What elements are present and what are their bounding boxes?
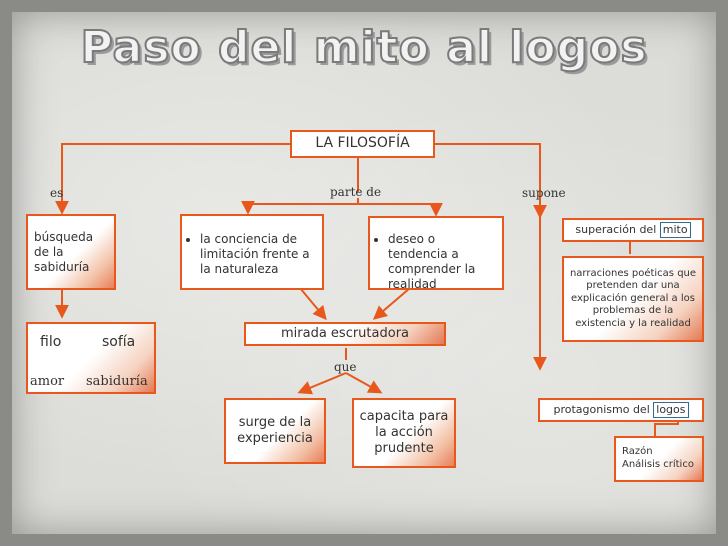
node-etymology: filo sofía amor sabiduría [26, 322, 156, 394]
surge-text: surge de la experiencia [237, 414, 313, 446]
narraciones-text: narraciones poéticas que pretenden dar u… [569, 267, 697, 329]
node-capacita: capacita para la acción prudente [352, 398, 456, 468]
node-conciencia: la conciencia de limitación frente a la … [180, 214, 324, 290]
mirada-text: mirada escrutadora [280, 325, 410, 341]
protagonismo-word: logos [653, 402, 689, 418]
edge-conciencia-mirada [299, 287, 327, 321]
link-supone: supone [522, 186, 566, 200]
link-es: es [50, 186, 64, 200]
edge-to-deseo [358, 202, 443, 217]
edge-es [55, 143, 290, 215]
etym-sabiduria: sabiduría [86, 374, 148, 389]
edge-to-conciencia [241, 198, 359, 215]
node-busqueda: búsqueda de la sabiduría [26, 214, 116, 290]
node-protagonismo: protagonismo del logos [538, 398, 704, 422]
node-superacion: superación del mito [562, 218, 704, 242]
etym-amor: amor [30, 374, 65, 389]
superacion-prefix: superación del [575, 223, 657, 237]
node-narraciones: narraciones poéticas que pretenden dar u… [562, 256, 704, 342]
root-node: LA FILOSOFÍA [290, 130, 435, 158]
node-mirada: mirada escrutadora [244, 322, 446, 346]
node-deseo: deseo o tendencia a comprender la realid… [368, 216, 504, 292]
edge-deseo-mirada [372, 287, 411, 320]
analisis-text: Análisis crítico [622, 458, 694, 470]
busqueda-text: búsqueda de la sabiduría [34, 229, 94, 274]
node-surge: surge de la experiencia [224, 398, 326, 464]
root-label: LA FILOSOFÍA [315, 135, 410, 152]
deseo-text: deseo o tendencia a comprender la realid… [388, 232, 496, 292]
superacion-word: mito [659, 222, 691, 238]
edge-supone-top [435, 143, 547, 219]
conciencia-text: la conciencia de limitación frente a la … [200, 232, 316, 277]
link-parte-de: parte de [330, 185, 382, 199]
link-que: que [334, 360, 357, 374]
page-title: Paso del mito al logos [79, 21, 648, 74]
edge-que-surge [297, 372, 347, 395]
razon-text: Razón [622, 446, 653, 457]
edge-que-capacita [345, 372, 383, 394]
etym-filo: filo [40, 334, 62, 350]
capacita-text: capacita para la acción prudente [359, 408, 449, 457]
etym-sofia: sofía [102, 334, 136, 350]
protagonismo-prefix: protagonismo del [553, 403, 650, 417]
node-razon: Razón Análisis crítico [614, 436, 704, 482]
